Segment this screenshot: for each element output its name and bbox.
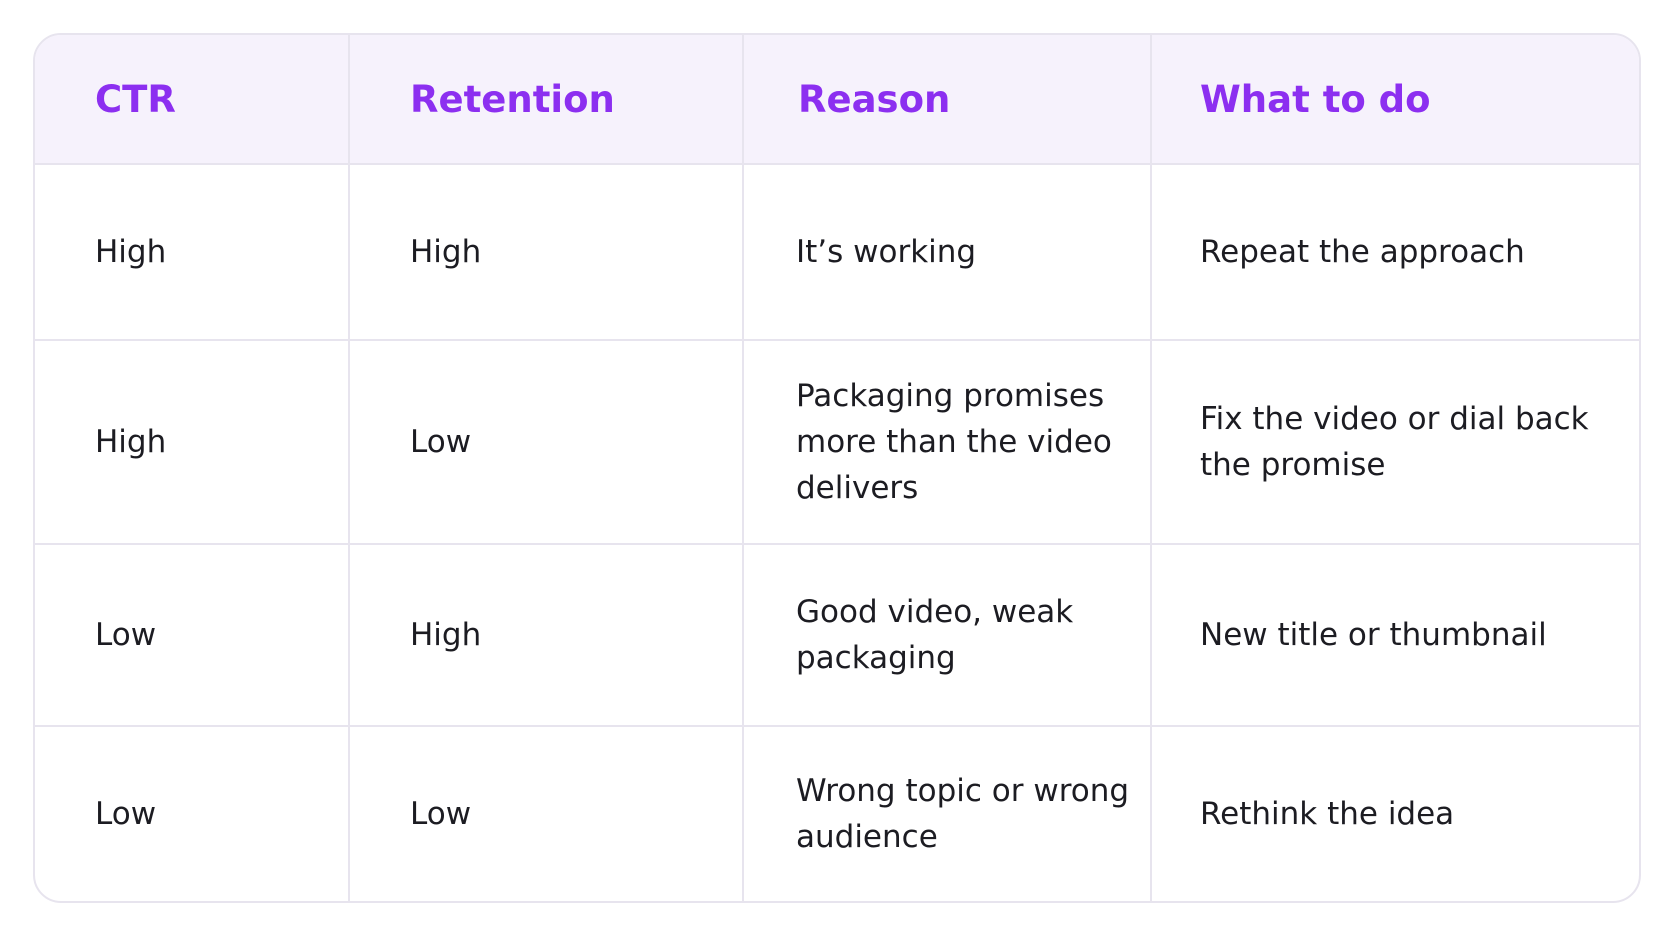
table-row: Low High Good video, weak packaging New … <box>35 544 1639 727</box>
cell-ctr: Low <box>35 726 350 901</box>
header-retention: Retention <box>349 35 744 165</box>
cell-ctr: Low <box>35 544 350 727</box>
ctr-retention-table: CTR Retention Reason What to do High Hig… <box>35 35 1639 901</box>
header-ctr: CTR <box>35 35 350 165</box>
cell-reason: It’s working <box>743 164 1152 341</box>
diagnosis-table: CTR Retention Reason What to do High Hig… <box>33 33 1641 903</box>
cell-reason: Wrong topic or wrong audience <box>743 726 1152 901</box>
header-reason: Reason <box>743 35 1152 165</box>
cell-retention: High <box>349 544 744 727</box>
header-row: CTR Retention Reason What to do <box>35 35 1639 165</box>
cell-retention: High <box>349 164 744 341</box>
cell-reason: Packaging promises more than the video d… <box>743 340 1152 545</box>
cell-what-to-do: New title or thumbnail <box>1151 544 1639 727</box>
cell-what-to-do: Fix the video or dial back the promise <box>1151 340 1639 545</box>
table-row: High Low Packaging promises more than th… <box>35 340 1639 545</box>
table-row: High High It’s working Repeat the approa… <box>35 164 1639 341</box>
table-row: Low Low Wrong topic or wrong audience Re… <box>35 726 1639 901</box>
cell-ctr: High <box>35 340 350 545</box>
cell-what-to-do: Rethink the idea <box>1200 796 1455 832</box>
cell-retention: Low <box>349 726 744 901</box>
cell-ctr: High <box>35 164 350 341</box>
cell-retention: Low <box>349 340 744 545</box>
cell-what-to-do: Repeat the approach <box>1151 164 1639 341</box>
header-what-to-do: What to do <box>1151 35 1639 165</box>
cell-reason: Good video, weak packaging <box>743 544 1152 727</box>
